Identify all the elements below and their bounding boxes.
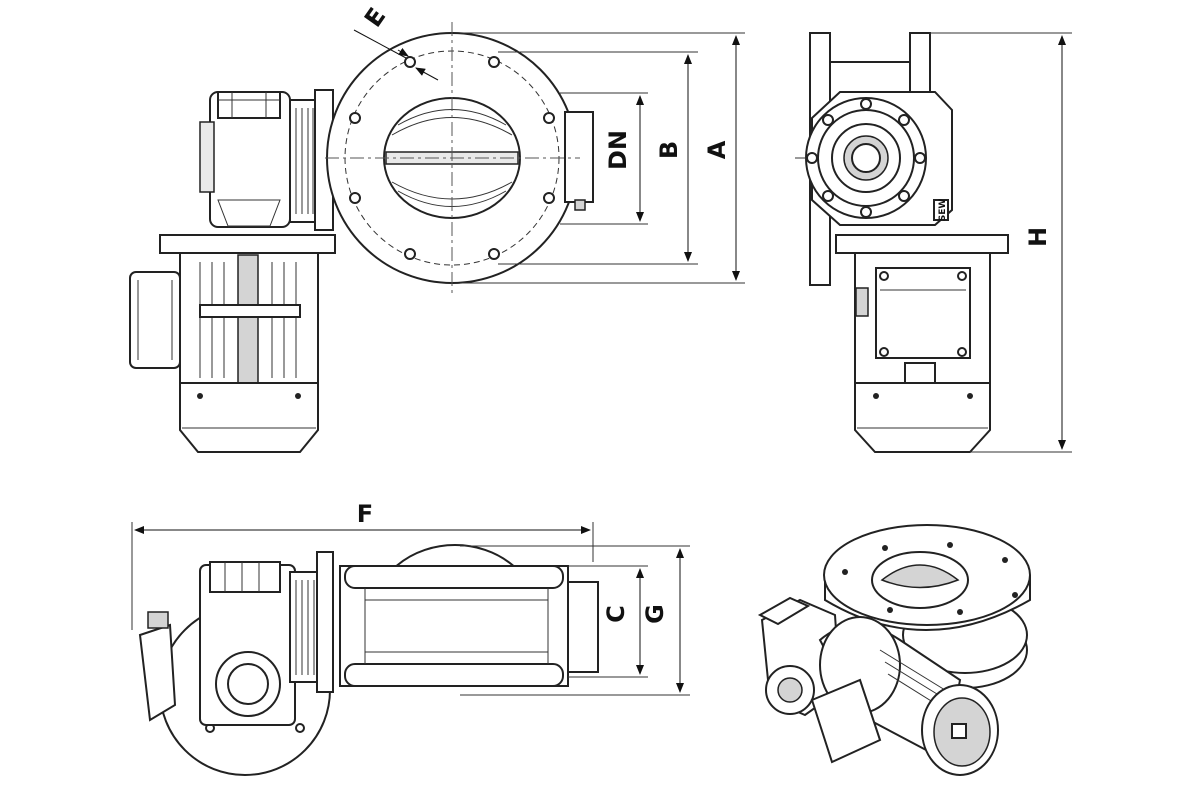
dim-label-b: B [655,141,683,159]
valve-flange-front [325,22,594,295]
motor-mount-plate [159,234,336,254]
top-view [131,522,690,776]
dim-label-g: G [641,604,669,624]
dimension-lines-front [353,29,745,284]
front-view [129,22,745,453]
dimension-lines-side [930,32,1072,453]
dim-label-h: H [1024,227,1052,247]
side-mount-plate [835,234,1009,254]
gearbox-front [199,89,334,231]
dim-label-e: E [359,3,391,32]
motor-side [854,252,991,453]
gearbox-iso [757,596,842,717]
gearbox-top [199,551,334,726]
side-view: SEW [795,32,1072,453]
dim-label-f: F [357,500,373,528]
isometric-view [757,524,1031,776]
dim-label-dn: DN [604,130,632,170]
gearbox-side: SEW [795,91,953,226]
dim-label-c: C [602,605,630,623]
motor-front [129,252,319,453]
motor-iso [810,616,999,776]
motor-tag-label: SEW [938,199,948,222]
dim-label-a: A [703,140,731,159]
valve-body-top [339,565,599,687]
dimension-lines-top [131,522,690,696]
